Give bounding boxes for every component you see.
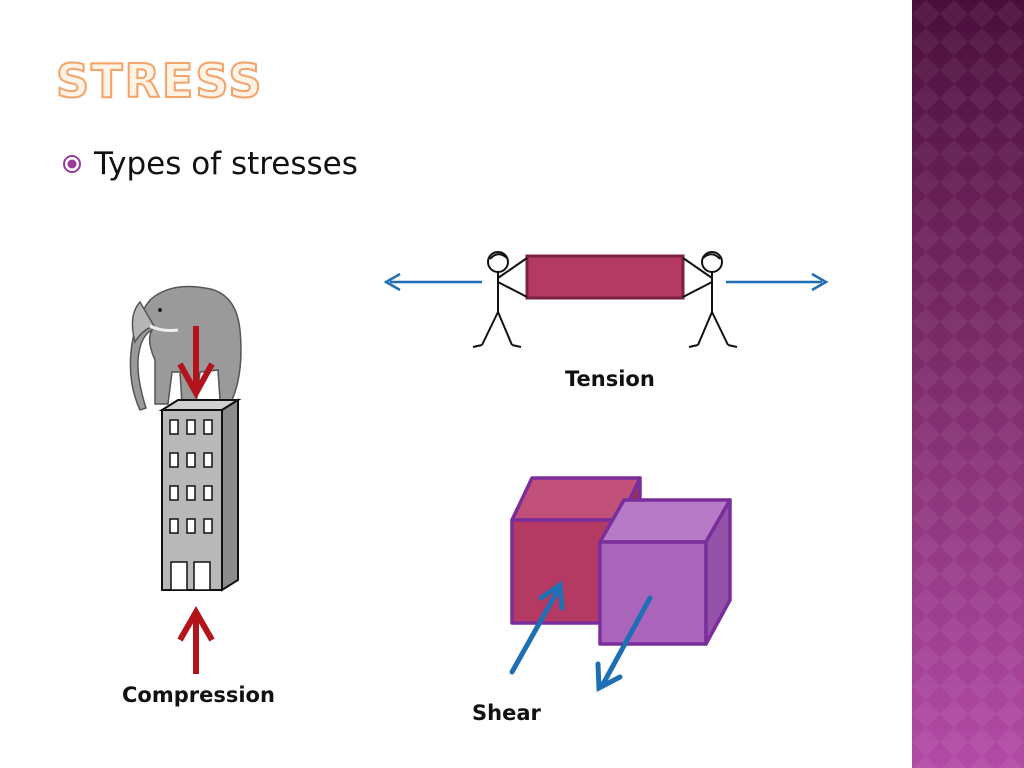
elephant-icon (129, 285, 242, 411)
circle-dot-icon (63, 155, 81, 173)
shear-arrows (509, 580, 653, 693)
tension-label: Tension (565, 367, 655, 391)
building-icon (158, 398, 242, 592)
stress-diagram (129, 251, 829, 693)
shear-arrow-up (509, 587, 561, 675)
stick-figure-icon (682, 251, 738, 348)
tension-bar (525, 254, 685, 300)
bullet-text: Types of stresses (94, 146, 358, 182)
bullet-item: Types of stresses (62, 146, 358, 182)
shear-cube-purple (598, 540, 708, 646)
side-decorative-band (912, 0, 1024, 768)
slide-title: STRESS (55, 54, 264, 108)
shear-label: Shear (472, 701, 541, 725)
compression-diagram (129, 285, 242, 674)
shear-arrow-down (599, 595, 653, 689)
stick-figure-icon (472, 251, 528, 348)
diamond-pattern (912, 0, 1024, 768)
shear-diagram (510, 476, 732, 646)
compression-label: Compression (122, 683, 275, 707)
tension-diagram (383, 251, 829, 348)
